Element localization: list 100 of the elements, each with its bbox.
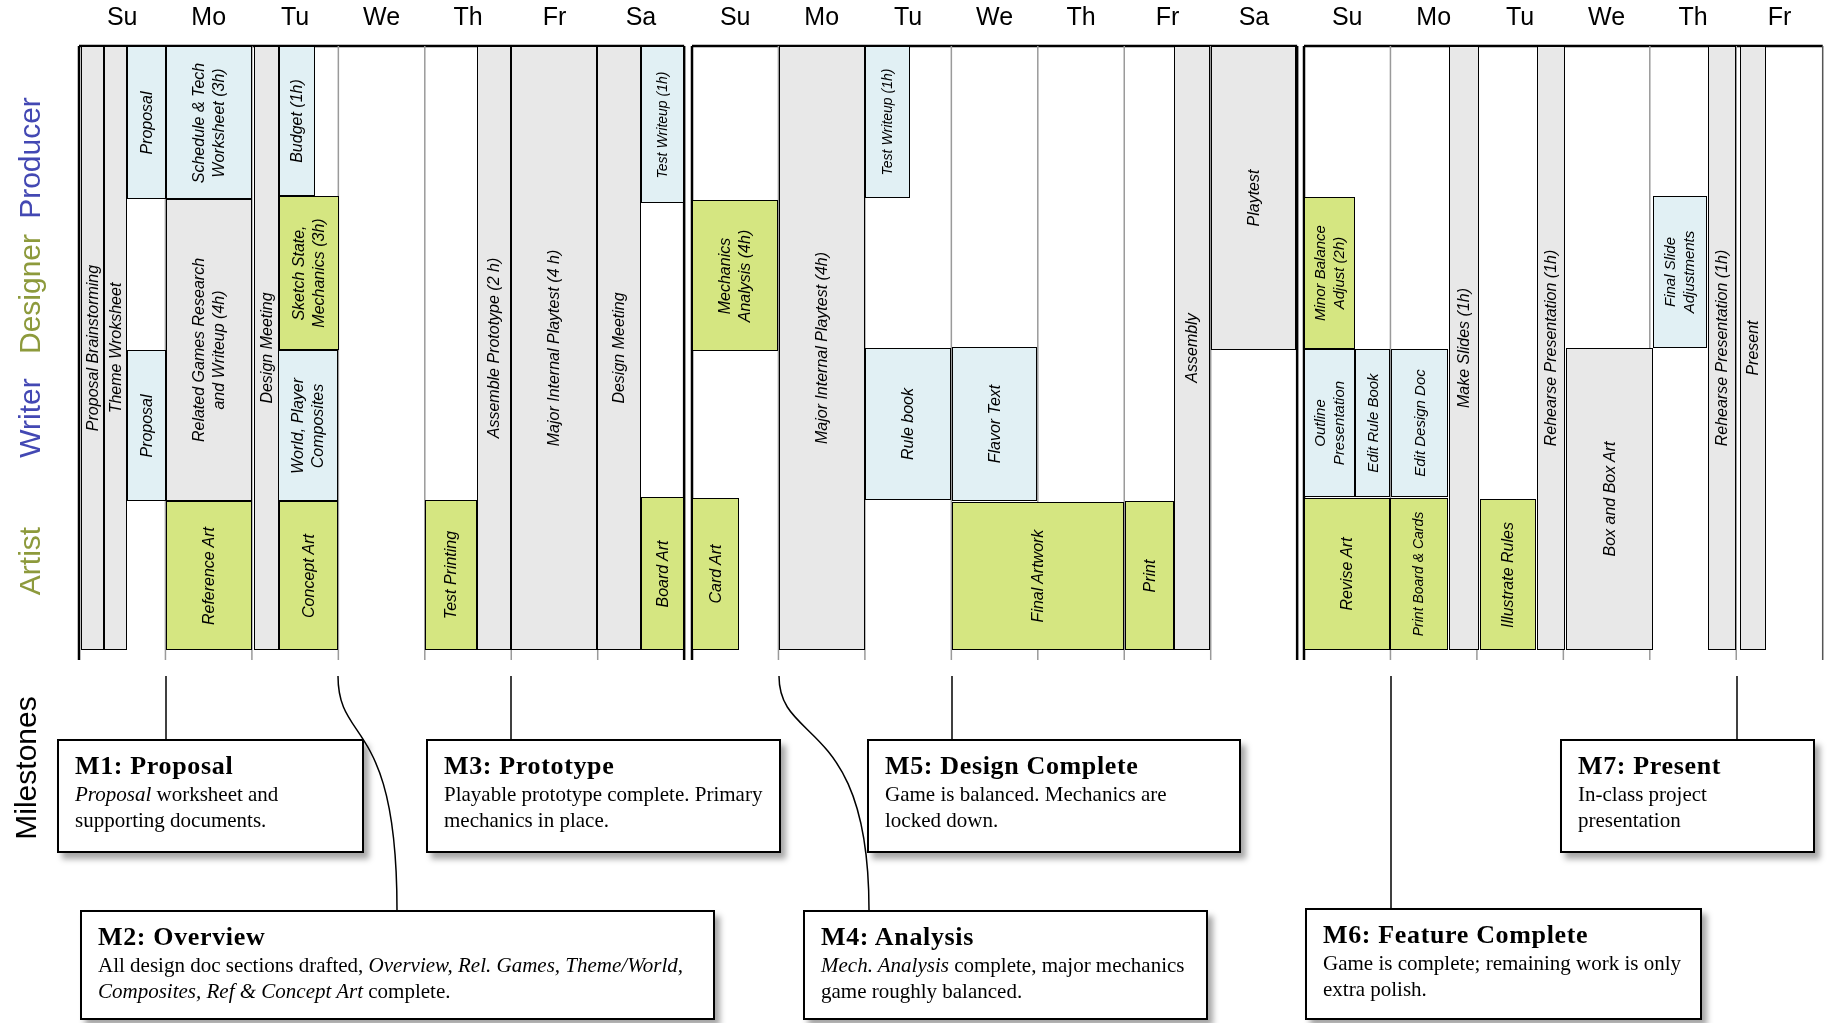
milestone-title: M1: Proposal bbox=[75, 751, 235, 781]
lane-label: Milestones bbox=[11, 696, 41, 840]
task-bar bbox=[1653, 196, 1707, 348]
day-label: Su bbox=[719, 4, 751, 29]
day-label: Th bbox=[1066, 4, 1096, 29]
task-label: Related Games Research and Writeup (4h) bbox=[189, 256, 228, 445]
task-bar bbox=[1390, 498, 1448, 650]
task-bar bbox=[1304, 498, 1390, 650]
task-label: Major Internal Playtest (4 h) bbox=[544, 248, 563, 449]
milestone-title: M3: Prototype bbox=[444, 751, 616, 781]
lane-label: Designer bbox=[15, 233, 45, 355]
day-label: Th bbox=[1678, 4, 1708, 29]
milestone-title: M4: Analysis bbox=[821, 922, 975, 952]
task-bar bbox=[1708, 46, 1736, 650]
task-label: Assemble Prototype (2 h) bbox=[484, 256, 503, 441]
task-bar bbox=[692, 200, 778, 351]
milestone-box bbox=[57, 739, 364, 853]
leader-line bbox=[1390, 675, 1392, 909]
task-bar bbox=[278, 350, 338, 501]
task-label: Playtest bbox=[1243, 168, 1263, 229]
task-label: Flavor Text bbox=[984, 383, 1004, 466]
task-bar bbox=[166, 501, 252, 650]
milestone-title: M7: Present bbox=[1578, 751, 1723, 781]
task-label: Test Writeup (1h) bbox=[653, 70, 671, 180]
task-label: Assembly bbox=[1182, 311, 1201, 386]
task-bar bbox=[952, 347, 1037, 501]
task-bar bbox=[865, 46, 910, 198]
task-label: Box and Box Art bbox=[1599, 440, 1619, 559]
task-bar bbox=[279, 46, 315, 196]
task-label: Test Printing bbox=[441, 529, 460, 622]
milestone-title: M5: Design Complete bbox=[885, 751, 1140, 781]
task-bar bbox=[641, 497, 684, 650]
milestone-description: All design doc sections drafted, Overview, Rel. Games, Theme/World, Composites, Ref & Concept Art complete. bbox=[98, 952, 684, 1004]
task-label: Proposal bbox=[136, 89, 156, 157]
day-label: Fr bbox=[1155, 4, 1180, 29]
task-bar bbox=[1449, 46, 1479, 650]
task-bar bbox=[279, 501, 338, 650]
task-label: Illustrate Rules bbox=[1498, 520, 1517, 630]
task-label: Edit Design Doc bbox=[1410, 368, 1429, 479]
task-bar bbox=[1125, 501, 1174, 650]
task-label: Minor Balance Adjust (2h) bbox=[1310, 224, 1348, 323]
task-label: Present bbox=[1743, 319, 1762, 378]
day-label: Sa bbox=[625, 4, 657, 29]
lane-label: Artist bbox=[15, 526, 45, 596]
milestone-box bbox=[1305, 908, 1702, 1020]
leader-line bbox=[510, 675, 512, 740]
day-label: We bbox=[363, 4, 401, 29]
task-bar bbox=[1174, 46, 1210, 650]
day-label: Fr bbox=[1767, 4, 1792, 29]
leader-line bbox=[165, 675, 167, 740]
task-label: Revise Art bbox=[1337, 536, 1356, 613]
day-label: Sa bbox=[1238, 4, 1270, 29]
day-label: Mo bbox=[1416, 4, 1452, 29]
task-bar bbox=[1740, 46, 1766, 650]
task-label: Sketch State, Mechanics (3h) bbox=[289, 217, 328, 330]
task-label: Print bbox=[1139, 558, 1159, 594]
task-bar bbox=[1211, 46, 1296, 350]
task-bar bbox=[104, 46, 127, 650]
task-bar bbox=[425, 500, 477, 650]
task-label: Concept Art bbox=[298, 532, 318, 620]
task-bar bbox=[127, 46, 166, 199]
task-label: Major Internal Playtest (4h) bbox=[812, 250, 831, 447]
leader-line bbox=[1736, 675, 1738, 740]
task-bar bbox=[952, 502, 1124, 650]
task-bar bbox=[1304, 197, 1355, 349]
task-label: Rehearse Presentation (1h) bbox=[1541, 248, 1560, 449]
day-label: Tu bbox=[894, 4, 923, 29]
task-bar bbox=[477, 46, 511, 650]
milestone-box bbox=[867, 739, 1241, 853]
task-label: Theme Wroksheet bbox=[105, 281, 125, 416]
task-label: Test Writeup (1h) bbox=[878, 67, 896, 178]
task-label: Design Meeting bbox=[256, 291, 276, 406]
task-bar bbox=[279, 196, 339, 350]
day-label: Mo bbox=[804, 4, 840, 29]
day-label: We bbox=[976, 4, 1014, 29]
day-label: Th bbox=[453, 4, 483, 29]
task-bar bbox=[1304, 349, 1355, 497]
task-bar bbox=[779, 46, 865, 650]
task-label: Schedule & Tech Worksheet (3h) bbox=[189, 61, 228, 185]
task-bar bbox=[597, 46, 641, 650]
milestone-description: Mech. Analysis complete, major mechanics game roughly balanced. bbox=[821, 952, 1186, 1004]
task-label: Outline Presentation bbox=[1310, 379, 1348, 468]
leader-line bbox=[951, 675, 953, 740]
day-label: We bbox=[1588, 4, 1626, 29]
milestone-box bbox=[803, 910, 1208, 1020]
milestone-description: In-class project presentation bbox=[1578, 781, 1708, 833]
task-bar bbox=[166, 46, 252, 199]
task-label: Final Artwork bbox=[1028, 528, 1047, 625]
task-bar bbox=[1355, 349, 1390, 497]
task-label: Proposal Brainstorming bbox=[82, 263, 102, 434]
day-label: Su bbox=[1331, 4, 1363, 29]
task-bar bbox=[692, 498, 739, 650]
milestone-description: Game is balanced. Mechanics are locked down. bbox=[885, 781, 1168, 833]
task-label: Reference Art bbox=[199, 525, 218, 627]
task-label: Rehearse Presentation (1h) bbox=[1712, 248, 1731, 449]
milestone-title: M6: Feature Complete bbox=[1323, 920, 1590, 950]
task-label: Final Slide Adjustments bbox=[1661, 229, 1698, 316]
task-bar bbox=[865, 348, 951, 500]
task-label: Card Art bbox=[705, 543, 725, 606]
milestone-box bbox=[1560, 739, 1815, 853]
